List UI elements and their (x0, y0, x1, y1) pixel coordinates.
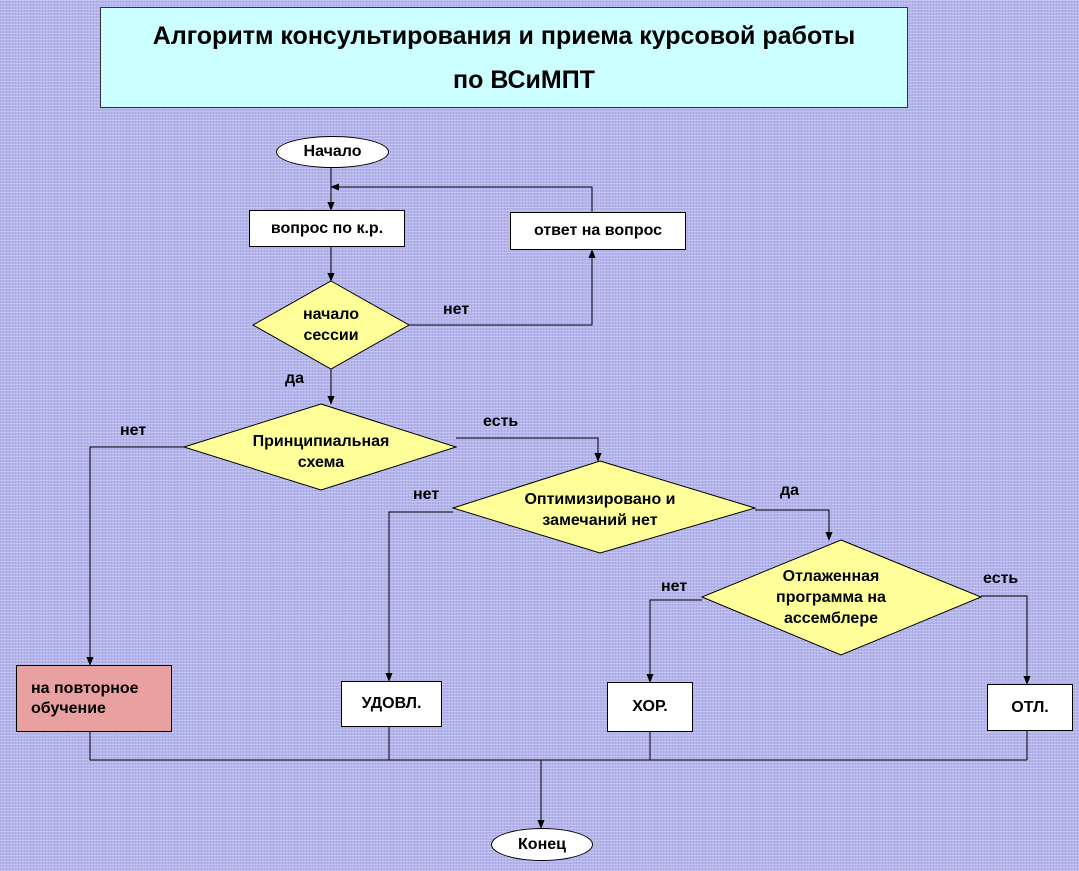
edge-schema-optimized (456, 437, 602, 462)
process-good-label: ХОР. (632, 698, 668, 715)
process-satisfactory-label: УДОВЛ. (361, 695, 422, 712)
label-optimized-no: нет (413, 486, 440, 503)
decision-schema-shape (182, 403, 458, 491)
edge-debugged-excellent (981, 595, 1031, 685)
edge-optimized-debugged (755, 509, 833, 541)
edge-answer-loop (330, 183, 593, 212)
label-session-no: нет (443, 301, 470, 318)
process-answer-label: ответ на вопрос (533, 222, 663, 239)
process-answer: ответ на вопрос (510, 212, 686, 250)
label-session-yes: да (285, 370, 305, 387)
end-terminator: Конец (491, 828, 593, 861)
process-excellent-label: ОТЛ. (1011, 698, 1049, 716)
decision-optimized-shape (451, 460, 757, 554)
decision-optimized-label: Оптимизировано и замечаний нет (524, 491, 676, 529)
label-schema-yes: есть (483, 413, 519, 430)
edge-schema-retrain (86, 446, 184, 666)
edge-optimized-satisfactory (385, 511, 453, 682)
start-terminator: Начало (276, 136, 389, 168)
edge-session-answer (409, 249, 596, 326)
label-debugged-yes: есть (983, 570, 1019, 587)
label-optimized-yes: да (780, 482, 800, 499)
start-label: Начало (303, 143, 362, 160)
label-schema-no: нет (120, 422, 147, 439)
decision-debugged-label: Отлаженная программа на ассемблере (776, 568, 886, 627)
process-excellent: ОТЛ. (987, 684, 1073, 731)
process-question: вопрос по к.р. (249, 210, 405, 247)
edge-merge-line (89, 727, 1028, 761)
process-retrain-label: на повторное обучение (31, 679, 139, 717)
diagram-title: Алгоритм консультирования и приема курсо… (100, 7, 908, 108)
process-question-label: вопрос по к.р. (270, 219, 384, 237)
decision-debugged-shape (700, 539, 983, 656)
label-debugged-no: нет (661, 578, 688, 595)
process-retrain: на повторное обучение (16, 665, 172, 732)
process-satisfactory: УДОВЛ. (341, 681, 442, 727)
decision-schema-label: Принципиальная схема (252, 433, 390, 471)
title-line-1: Алгоритм консультирования и приема курсо… (152, 22, 856, 50)
end-label: Конец (518, 835, 566, 853)
title-line-2: по ВСиМПТ (453, 66, 595, 94)
process-good: ХОР. (607, 682, 693, 732)
edge-debugged-good (646, 599, 702, 683)
decision-session-label: начало сессии (302, 306, 360, 344)
